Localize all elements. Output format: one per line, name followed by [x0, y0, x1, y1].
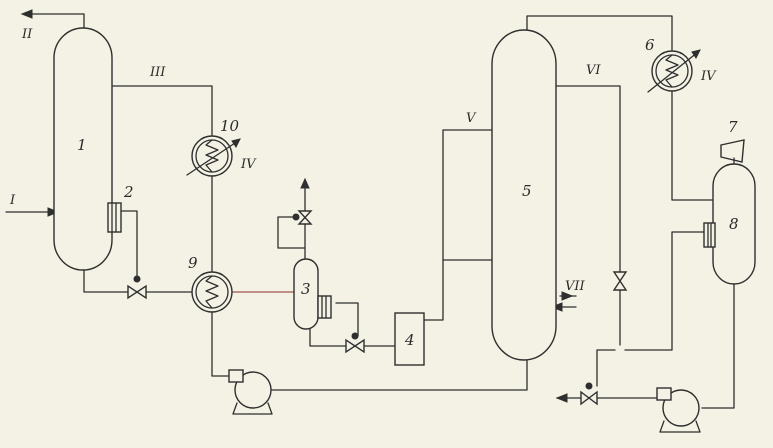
label-stream-iv-a: IV — [240, 157, 257, 172]
column-5 — [491, 29, 557, 361]
condenser-6 — [647, 49, 701, 93]
condenser-10 — [186, 135, 241, 177]
label-6: 6 — [645, 36, 655, 54]
column-1 — [53, 27, 113, 271]
label-3: 3 — [301, 280, 311, 298]
label-7: 7 — [728, 118, 738, 136]
label-5: 5 — [522, 182, 532, 200]
safety-valve-7 — [720, 139, 745, 165]
label-2: 2 — [123, 183, 134, 201]
label-stream-ii: II — [21, 27, 33, 42]
separator-3 — [293, 258, 332, 330]
vessel-8 — [703, 163, 756, 285]
flow-arrows — [20, 9, 574, 403]
valve-line-vi — [612, 271, 628, 291]
label-9: 9 — [188, 254, 198, 272]
label-stream-vii: VII — [565, 279, 586, 294]
pump-1 — [228, 369, 273, 415]
label-stream-i: I — [9, 193, 16, 208]
label-stream-iii: III — [149, 65, 166, 80]
valve-reflux — [580, 382, 598, 406]
label-stream-iv-b: IV — [700, 69, 717, 84]
reboiler-2 — [107, 202, 122, 233]
piping — [5, 13, 735, 409]
pump-2 — [656, 387, 701, 433]
label-stream-vi: VI — [586, 63, 601, 78]
label-8: 8 — [729, 215, 739, 233]
label-stream-v: V — [466, 111, 477, 126]
label-10: 10 — [220, 117, 240, 135]
heat-exchanger-9 — [191, 271, 233, 313]
label-1: 1 — [77, 136, 87, 154]
drum-4 — [394, 312, 425, 366]
valve-vent-3 — [292, 210, 313, 225]
label-4: 4 — [404, 331, 415, 349]
labels: 1 2 3 4 5 6 7 8 9 10 I II III IV IV V VI… — [9, 27, 739, 349]
valve-bottoms-1 — [127, 275, 147, 300]
valve-drum-4 — [345, 332, 365, 354]
